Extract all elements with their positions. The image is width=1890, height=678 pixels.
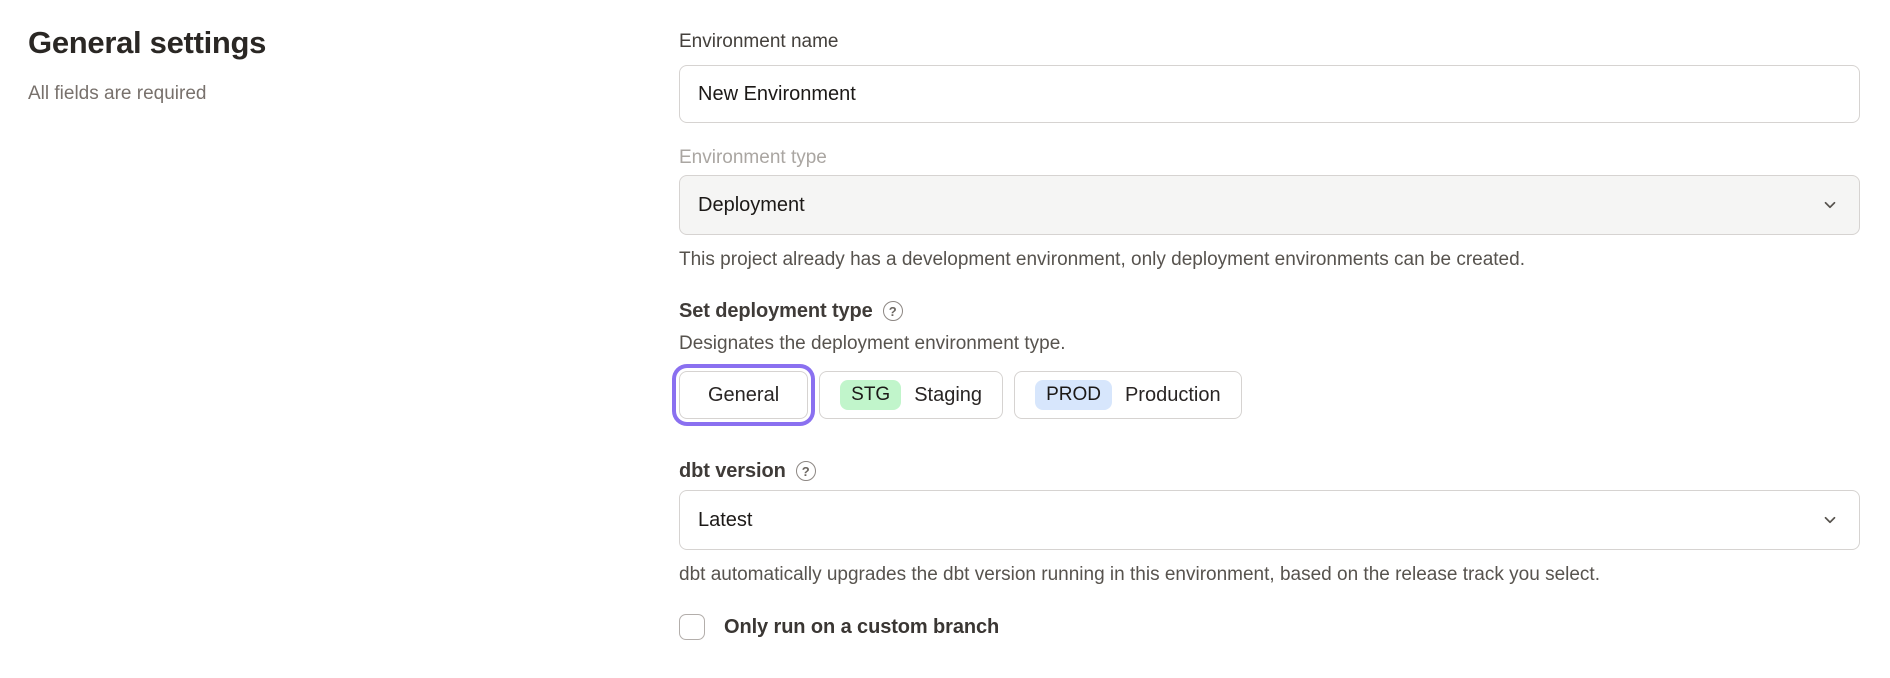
environment-settings-form: Environment name Environment type Deploy… (679, 30, 1860, 640)
environment-type-select: Deployment (679, 175, 1860, 235)
dbt-version-select[interactable]: Latest (679, 490, 1860, 550)
dbt-version-title: dbt version (679, 459, 786, 482)
deployment-type-title: Set deployment type (679, 299, 873, 322)
deployment-type-general-label: General (708, 383, 780, 406)
chevron-down-icon (1824, 201, 1836, 209)
environment-type-label: Environment type (679, 147, 827, 168)
deployment-type-staging-button[interactable]: STG Staging (819, 371, 1004, 419)
environment-name-input[interactable] (679, 65, 1860, 123)
settings-header: General settings All fields are required (28, 24, 588, 106)
staging-badge: STG (840, 380, 902, 410)
deployment-type-general-button[interactable]: General (679, 371, 809, 419)
deployment-type-options: General STG Staging PROD Production (679, 371, 1860, 419)
page-subtitle: All fields are required (28, 83, 207, 104)
deployment-type-staging-label: Staging (914, 383, 983, 406)
custom-branch-label: Only run on a custom branch (724, 615, 1000, 638)
dbt-version-value: Latest (698, 508, 753, 531)
deployment-type-description: Designates the deployment environment ty… (679, 333, 1066, 354)
help-icon[interactable]: ? (882, 301, 903, 321)
custom-branch-checkbox[interactable] (679, 614, 705, 640)
production-badge: PROD (1035, 380, 1112, 410)
page-title: General settings (28, 25, 267, 60)
dbt-version-helper: dbt automatically upgrades the dbt versi… (679, 564, 1600, 585)
chevron-down-icon (1824, 516, 1836, 524)
deployment-type-production-label: Production (1124, 383, 1221, 406)
environment-type-helper: This project already has a development e… (679, 249, 1525, 270)
environment-type-value: Deployment (698, 193, 805, 216)
deployment-type-production-button[interactable]: PROD Production (1014, 371, 1242, 419)
help-icon[interactable]: ? (795, 461, 816, 481)
environment-name-label: Environment name (679, 31, 839, 52)
